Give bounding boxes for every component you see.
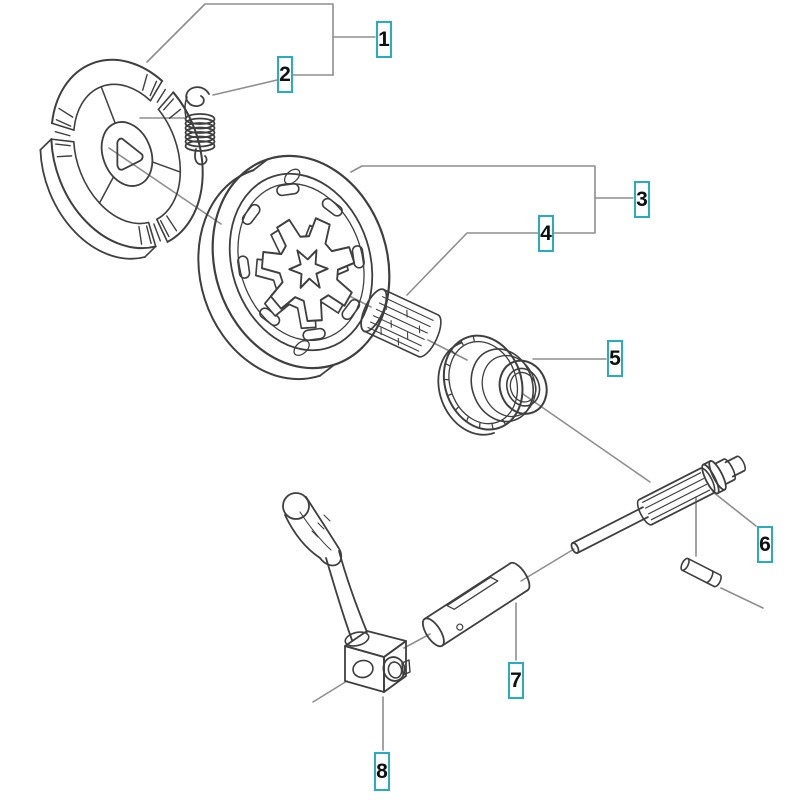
ribbed-edge bbox=[443, 335, 507, 430]
block-boss bbox=[382, 656, 406, 682]
callout-8-number: 8 bbox=[376, 760, 388, 783]
callout-6-number: 6 bbox=[759, 533, 771, 556]
leader-lines bbox=[108, 3, 764, 751]
clutch-spring-drawing bbox=[184, 86, 216, 166]
worm-gear-drawing bbox=[437, 334, 548, 436]
internal-spring-coils bbox=[54, 73, 182, 245]
block-bore-hole bbox=[352, 659, 374, 679]
clutch-shoe-assembly-drawing bbox=[39, 58, 204, 260]
lever-knob bbox=[282, 492, 310, 520]
splined-shaft-drawing bbox=[570, 455, 747, 554]
callout-3[interactable]: 3 bbox=[634, 181, 650, 218]
roll-pin-drawing bbox=[680, 557, 722, 588]
callout-7[interactable]: 7 bbox=[508, 662, 524, 699]
callout-4[interactable]: 4 bbox=[538, 215, 554, 252]
callout-4-number: 4 bbox=[540, 222, 552, 245]
callout-7-number: 7 bbox=[510, 669, 522, 692]
callout-5-number: 5 bbox=[609, 347, 621, 370]
callout-5[interactable]: 5 bbox=[607, 340, 623, 377]
callout-2-number: 2 bbox=[279, 63, 291, 86]
clutch-drum-sprocket-drawing bbox=[197, 154, 391, 381]
callout-6[interactable]: 6 bbox=[757, 526, 773, 563]
spur-sprocket bbox=[255, 217, 356, 330]
needle-bearing-drawing bbox=[360, 288, 442, 358]
block-top-face bbox=[344, 630, 407, 658]
block-right-face bbox=[383, 640, 407, 693]
star-center-hole bbox=[288, 249, 329, 289]
callout-2[interactable]: 2 bbox=[277, 56, 293, 93]
callout-1[interactable]: 1 bbox=[376, 21, 392, 58]
cylinder-sleeve-drawing bbox=[421, 561, 531, 648]
callout-8[interactable]: 8 bbox=[374, 752, 390, 791]
callout-3-number: 3 bbox=[636, 188, 648, 211]
lever-arm bbox=[338, 550, 368, 633]
block-front-face bbox=[344, 645, 385, 693]
callout-1-number: 1 bbox=[378, 28, 390, 51]
pump-body-lever-drawing bbox=[282, 492, 411, 693]
